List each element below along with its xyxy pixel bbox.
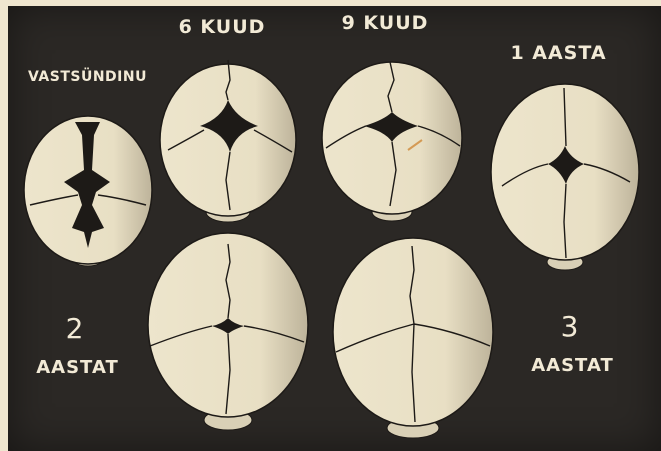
skull-6-months bbox=[160, 60, 296, 222]
skull-9-months bbox=[322, 62, 462, 221]
label-9-months: 9 KUUD bbox=[335, 12, 435, 34]
label-1-year: 1 AASTA bbox=[496, 42, 621, 64]
label-2-number: 2 bbox=[45, 312, 105, 345]
label-3-number: 3 bbox=[540, 310, 600, 343]
skull-1-year bbox=[491, 84, 639, 270]
label-newborn: VASTSÜNDINU bbox=[20, 69, 155, 85]
skull-2-years bbox=[148, 233, 308, 430]
skull-newborn bbox=[24, 116, 152, 266]
label-6-months: 6 KUUD bbox=[172, 16, 272, 38]
label-3-years-word: AASTAT bbox=[515, 355, 630, 376]
label-2-years-word: AASTAT bbox=[20, 357, 135, 378]
skull-3-years bbox=[333, 238, 493, 438]
